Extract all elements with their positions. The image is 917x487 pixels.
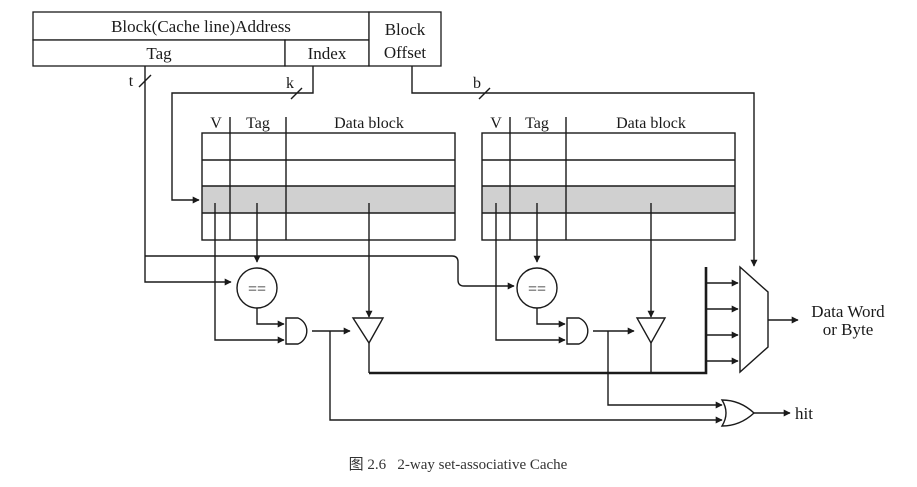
- bus-slash-k: [290, 87, 303, 100]
- index-bus: k: [171, 66, 314, 204]
- way-0-selected-row: [202, 186, 455, 213]
- data-bus: [369, 267, 739, 375]
- way-0-and-gate: [285, 317, 308, 345]
- block-offset-field: [368, 11, 442, 67]
- way-0-comparator-symbol: ==: [248, 281, 266, 298]
- bus-slash-t: [138, 74, 152, 88]
- block-address-label: Block(Cache line)Address: [111, 17, 291, 36]
- way-0-tristate-buffer: [351, 317, 385, 345]
- way-1-selected-row: [482, 186, 735, 213]
- output-label-line1: Data Word: [811, 302, 885, 321]
- way-1-table: V Tag Data block: [481, 115, 736, 241]
- tag-field-label: Tag: [146, 44, 172, 63]
- block-address-field: [32, 11, 370, 41]
- offset-label-line2: Offset: [384, 43, 426, 62]
- offset-label-line1: Block: [385, 20, 426, 39]
- hit-or-gate: [720, 399, 756, 427]
- way-1-col-data: Data block: [616, 115, 686, 132]
- offset-bus: b: [411, 66, 758, 267]
- way-1-and-gate: [566, 317, 589, 345]
- hit-logic: hit: [720, 399, 813, 427]
- index-field-label: Index: [308, 44, 347, 63]
- bus-slash-b: [478, 87, 491, 100]
- way-1-logic: ==: [495, 203, 723, 409]
- bus-label-t: t: [129, 73, 134, 90]
- bus-label-b: b: [473, 75, 481, 92]
- way-1-col-tag: Tag: [525, 115, 549, 132]
- way-0-table: V Tag Data block: [201, 115, 456, 241]
- output-label-line2: or Byte: [823, 320, 874, 339]
- index-field: [284, 39, 370, 67]
- figure-caption: 图 2.6 2-way set-associative Cache: [349, 456, 568, 473]
- tag-bus: t: [129, 66, 515, 290]
- way-1-comparator-symbol: ==: [528, 281, 546, 298]
- address-fields: Block(Cache line)Address Tag Index Block…: [32, 11, 442, 67]
- way-0-logic: ==: [214, 203, 723, 424]
- hit-label: hit: [795, 404, 813, 423]
- way-0-col-data: Data block: [334, 115, 404, 132]
- multiplexer: Data Word or Byte: [739, 265, 885, 374]
- way-0-col-v: V: [210, 115, 222, 132]
- bus-label-k: k: [286, 75, 294, 92]
- way-0-col-tag: Tag: [246, 115, 270, 132]
- way-1-col-v: V: [490, 115, 502, 132]
- tag-field: [32, 39, 286, 67]
- mux-shape: [739, 265, 769, 374]
- way-1-tristate-buffer: [635, 317, 667, 345]
